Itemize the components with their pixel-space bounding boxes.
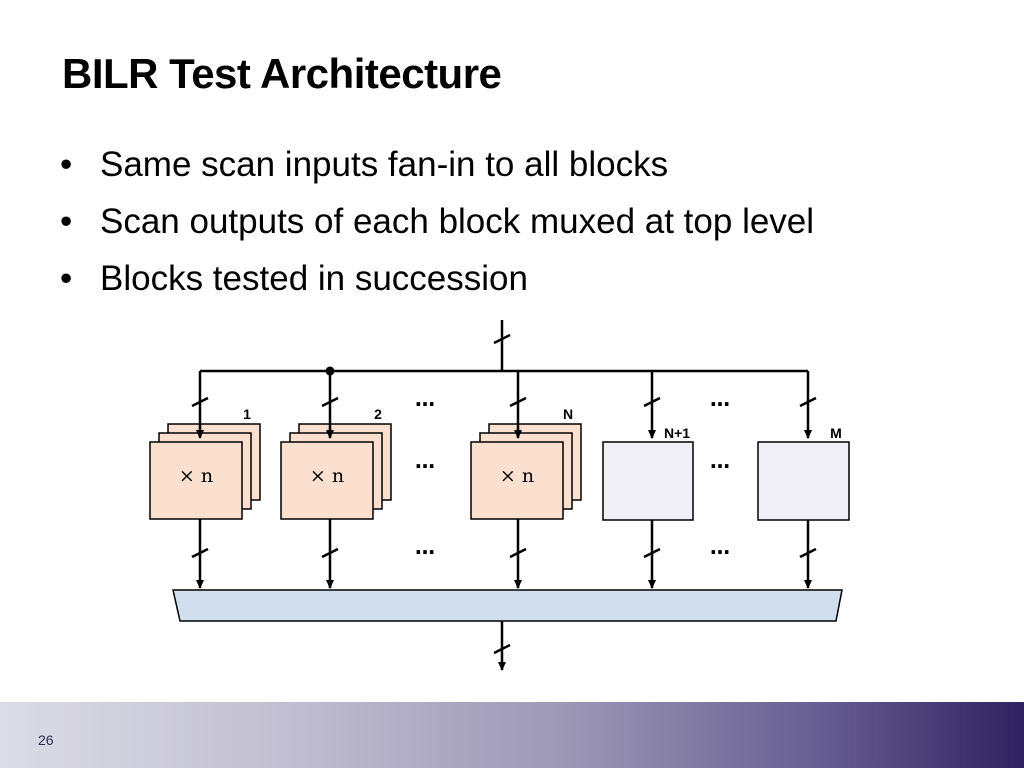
page-number: 26 xyxy=(38,732,54,748)
block-2-multiplier: × n xyxy=(310,465,344,487)
slide-title: BILR Test Architecture xyxy=(62,50,502,97)
block-m-in-slash xyxy=(799,396,817,408)
ellipsis-mid-left: … xyxy=(415,449,435,473)
architecture-diagram: × n 1 × n 2 × n N N+1 xyxy=(149,320,850,671)
bullet-dot: • xyxy=(60,202,73,241)
block-1-multiplier: × n xyxy=(179,465,213,487)
footer-band xyxy=(0,702,1024,768)
block-m-box xyxy=(757,441,850,521)
bullet-item: • Scan outputs of each block muxed at top… xyxy=(60,193,814,250)
ellipsis-bottom-left: … xyxy=(415,535,435,559)
block-1-in-slash xyxy=(191,396,209,408)
mux-output-slash xyxy=(493,643,511,655)
block-n-stack-front xyxy=(470,441,564,520)
ellipsis-top-left: … xyxy=(415,387,435,411)
ellipsis-group: … … … … … … xyxy=(415,387,730,559)
scan-input-bus xyxy=(200,320,808,376)
input-slash xyxy=(493,333,511,345)
bullet-item: • Same scan inputs fan-in to all blocks xyxy=(60,136,814,193)
block-n-in-slash xyxy=(509,396,527,408)
bullet-text: Blocks tested in succession xyxy=(100,259,528,298)
block-m-label: M xyxy=(830,425,842,441)
block-n-multiplier: × n xyxy=(500,465,534,487)
block-2-stack-front xyxy=(280,441,374,520)
block-2-out-slash xyxy=(321,547,339,559)
block-n-plus-1: N+1 xyxy=(602,371,694,589)
block-n-plus-1-label: N+1 xyxy=(664,425,690,441)
block-m-out-slash xyxy=(799,547,817,559)
mux-shape xyxy=(172,589,843,622)
block-1-out-slash xyxy=(191,547,209,559)
block-n-out-slash xyxy=(509,547,527,559)
block-n-plus-1-box xyxy=(602,441,694,521)
ellipsis-mid-right: … xyxy=(710,449,730,473)
ellipsis-top-right: … xyxy=(710,387,730,411)
block-n: × n N xyxy=(470,371,582,589)
block-n-label: N xyxy=(563,406,573,422)
bullet-dot: • xyxy=(60,259,73,298)
output-mux xyxy=(172,589,843,671)
bullet-dot: • xyxy=(60,145,73,184)
block-n-plus-1-in-slash xyxy=(643,396,661,408)
block-1-label: 1 xyxy=(243,406,251,422)
block-2-label: 2 xyxy=(374,406,382,422)
block-1-stack-front xyxy=(149,441,243,520)
block-2: × n 2 xyxy=(280,371,392,589)
block-2-in-slash xyxy=(321,396,339,408)
block-m: M xyxy=(757,371,850,589)
bullet-list: • Same scan inputs fan-in to all blocks •… xyxy=(60,136,814,307)
bullet-text: Scan outputs of each block muxed at top … xyxy=(100,202,815,241)
block-1: × n 1 xyxy=(149,371,261,589)
ellipsis-bottom-right: … xyxy=(710,535,730,559)
bullet-item: • Blocks tested in succession xyxy=(60,250,814,307)
block-n-plus-1-out-slash xyxy=(643,547,661,559)
bullet-text: Same scan inputs fan-in to all blocks xyxy=(100,145,669,184)
